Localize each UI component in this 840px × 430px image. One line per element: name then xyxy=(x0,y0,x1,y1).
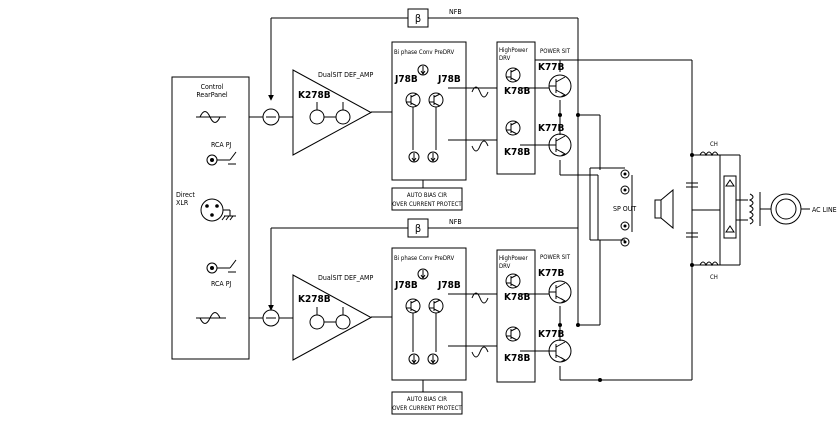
dual-sit-amp-label: DualSIT DEF_AMP xyxy=(318,274,373,282)
k78b-top-label: K78B xyxy=(504,292,530,303)
xlr-label: XLR xyxy=(176,199,189,207)
auto-bias-box xyxy=(391,187,463,211)
power-sit-label: POWER SIT xyxy=(540,254,571,261)
drv-output-wiring xyxy=(520,293,561,380)
control-rear-panel-box xyxy=(171,76,250,360)
bi-phase-predrv-box xyxy=(391,41,467,181)
sine-wave-icon xyxy=(196,111,226,123)
output-wiring xyxy=(560,59,741,381)
k77b-bottom-label: K77B xyxy=(538,329,564,340)
auto-bias-label: AUTO BIAS CIR xyxy=(407,396,447,403)
k78b-top-label: K78B xyxy=(504,86,530,97)
k278b-label: K278B xyxy=(298,294,331,305)
beta-symbol: β xyxy=(415,12,421,25)
over-current-label: OVER CURRENT PROTECT xyxy=(392,405,462,412)
transformer-icon xyxy=(748,192,810,226)
differential-amplifier-icon xyxy=(292,69,373,156)
high-power-drv-box xyxy=(496,249,536,383)
ch-top-label: CH xyxy=(710,141,718,148)
nfb-label: NFB xyxy=(449,218,462,226)
j78b-right-label: J78B xyxy=(437,74,461,85)
sine-wave-icon xyxy=(471,292,489,358)
high-power-label: HighPower xyxy=(499,47,528,54)
k78b-bottom-label: K78B xyxy=(504,353,530,364)
k78b-bottom-label: K78B xyxy=(504,147,530,158)
auto-bias-label: AUTO BIAS CIR xyxy=(407,192,447,199)
bi-phase-label: Bi phase Conv PreDRV xyxy=(394,255,454,262)
nfb-path xyxy=(268,17,579,115)
sit-transistor-icon xyxy=(548,280,572,304)
sit-transistor-icon xyxy=(548,133,572,157)
choke-coil-icon xyxy=(699,151,719,267)
summing-junction-icon xyxy=(262,309,280,327)
sine-wave-icon xyxy=(471,86,489,152)
j78b-left-label: J78B xyxy=(394,74,418,85)
rca-jack-icon xyxy=(206,259,237,274)
auto-bias-box xyxy=(391,391,463,415)
control-label: Control xyxy=(201,83,224,91)
bridge-rectifier-icon xyxy=(723,175,748,239)
k77b-bottom-label: K77B xyxy=(538,123,564,134)
junction-dot xyxy=(598,378,602,382)
power-sit-label: POWER SIT xyxy=(540,48,571,55)
over-current-label: OVER CURRENT PROTECT xyxy=(392,201,462,208)
predrv-output-wiring xyxy=(448,87,497,141)
direct-label: Direct xyxy=(176,191,195,199)
bi-phase-predrv-box xyxy=(391,247,467,381)
nfb-path xyxy=(268,227,579,325)
rca-pj-top-label: RCA PJ xyxy=(211,141,232,149)
ac-line-label: AC LINE xyxy=(812,206,837,214)
ch-bottom-label: CH xyxy=(710,274,718,281)
rca-jack-icon xyxy=(206,151,237,166)
channel-block: β NFB DualSIT DEF_AMP K278B Bi phase Con… xyxy=(249,218,580,415)
ground-icon xyxy=(221,215,236,221)
junction-dot xyxy=(690,263,694,267)
k77b-top-label: K77B xyxy=(538,268,564,279)
rca-pj-bottom-label: RCA PJ xyxy=(211,280,232,288)
bi-phase-label: Bi phase Conv PreDRV xyxy=(394,49,454,56)
channel-block: β NFB DualSIT DEF_AMP K278B Bi phase Con… xyxy=(249,8,580,211)
high-power-drv-box xyxy=(496,41,536,175)
drv-label: DRV xyxy=(499,263,511,270)
inverted-sine-wave-icon xyxy=(196,312,226,324)
junction-dot xyxy=(690,153,694,157)
beta-feedback-box xyxy=(407,218,429,238)
sp-out-label: SP OUT xyxy=(613,205,636,213)
dual-sit-amp-label: DualSIT DEF_AMP xyxy=(318,71,373,79)
drv-output-wiring xyxy=(520,59,561,175)
high-power-label: HighPower xyxy=(499,255,528,262)
j78b-left-label: J78B xyxy=(394,280,418,291)
summing-junction-icon xyxy=(262,108,280,126)
sit-transistor-icon xyxy=(548,339,572,363)
differential-amplifier-icon xyxy=(292,274,373,361)
j78b-right-label: J78B xyxy=(437,280,461,291)
beta-symbol: β xyxy=(415,222,421,235)
beta-feedback-box xyxy=(407,8,429,28)
speaker-icon xyxy=(654,188,674,230)
xlr-connector-icon xyxy=(200,198,231,222)
sit-transistor-icon xyxy=(548,74,572,98)
capacitor-icon xyxy=(686,182,698,238)
sp-out-speaker-terminal xyxy=(620,169,630,247)
k77b-top-label: K77B xyxy=(538,62,564,73)
k278b-label: K278B xyxy=(298,90,331,101)
drv-label: DRV xyxy=(499,55,511,62)
rear-panel-label: RearPanel xyxy=(196,91,228,99)
nfb-label: NFB xyxy=(449,8,462,16)
predrv-output-wiring xyxy=(448,293,497,347)
